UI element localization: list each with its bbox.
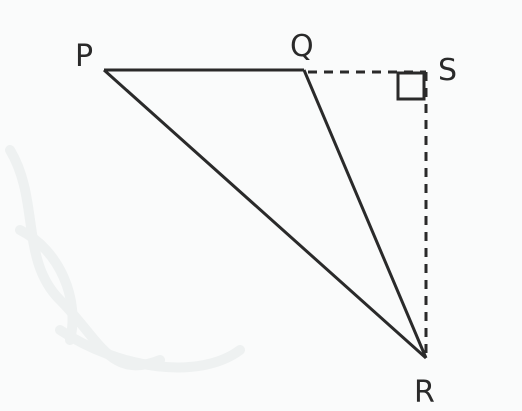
segment-qr: [302, 69, 428, 359]
segment-pr: [103, 68, 427, 360]
vertex-label-q: Q: [290, 29, 314, 64]
background-watermark: [5, 145, 245, 373]
vertex-label-p: P: [75, 39, 93, 74]
vertex-label-s: S: [438, 53, 457, 88]
vertex-label-r: R: [414, 375, 435, 410]
right-angle-marker: [396, 71, 426, 101]
